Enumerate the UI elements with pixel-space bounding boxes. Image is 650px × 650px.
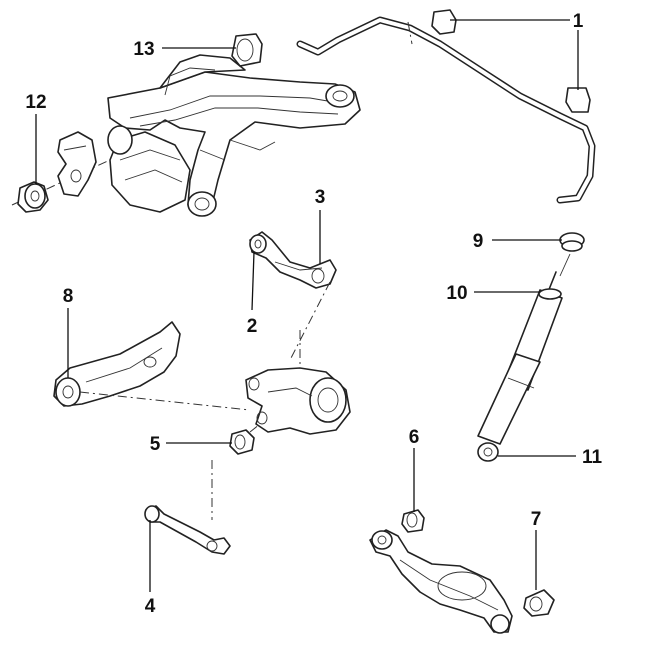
- part-3-upper-arm: [249, 231, 337, 289]
- rear-subframe: [107, 54, 361, 217]
- part-9-top-mount: [559, 232, 585, 277]
- label-4: 4: [145, 596, 156, 617]
- leader-dash-8: [79, 391, 251, 411]
- leader-dash-5: [211, 423, 261, 520]
- leader-dash-3: [289, 281, 331, 361]
- knuckle: [245, 367, 351, 435]
- label-10: 10: [446, 283, 467, 304]
- label-11: 11: [582, 447, 603, 468]
- part-8-trailing-arm: [53, 321, 181, 407]
- label-13: 13: [133, 39, 154, 60]
- leader-lines: [35, 19, 579, 592]
- label-9: 9: [473, 231, 484, 252]
- label-2: 2: [247, 316, 258, 337]
- part-4-lateral-link: [144, 505, 231, 555]
- lower-control-arm: [369, 529, 513, 634]
- label-1: 1: [573, 11, 584, 32]
- part-13-bushing: [231, 33, 263, 67]
- part-12-bushing-bracket: [11, 131, 111, 213]
- part-7-bushing: [523, 589, 555, 617]
- label-7: 7: [531, 509, 542, 530]
- label-6: 6: [409, 427, 420, 448]
- part-5-bushing: [229, 429, 255, 455]
- label-5: 5: [150, 434, 161, 455]
- label-8: 8: [63, 286, 74, 307]
- part-10-shock-absorber: [477, 271, 563, 462]
- part-1-stabilizer-bar: [296, 9, 596, 204]
- label-12: 12: [25, 92, 46, 113]
- label-3: 3: [315, 187, 326, 208]
- part-6-bushing: [401, 509, 425, 533]
